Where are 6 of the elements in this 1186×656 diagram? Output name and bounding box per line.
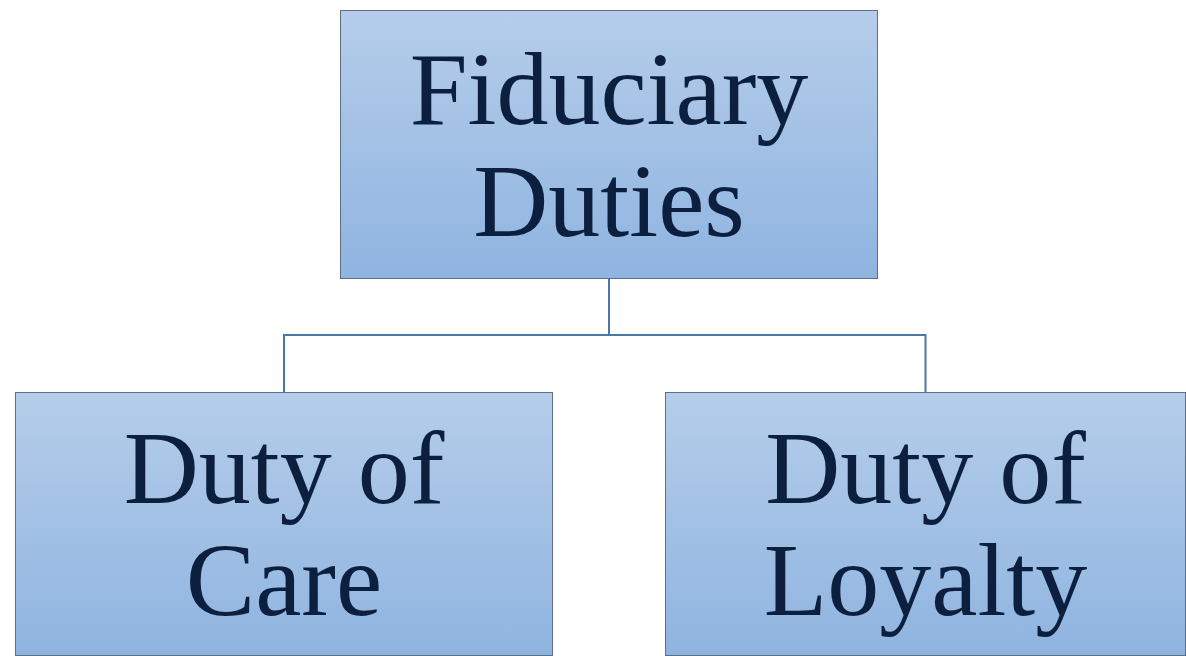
topic-box <box>15 392 553 656</box>
box-title: Duty of Care <box>122 412 446 636</box>
topic-box <box>665 392 1186 656</box>
box-title: Duty of Loyalty <box>762 412 1089 636</box>
topic-box <box>340 10 878 279</box>
box-title: Fiduciary Duties <box>408 32 810 257</box>
